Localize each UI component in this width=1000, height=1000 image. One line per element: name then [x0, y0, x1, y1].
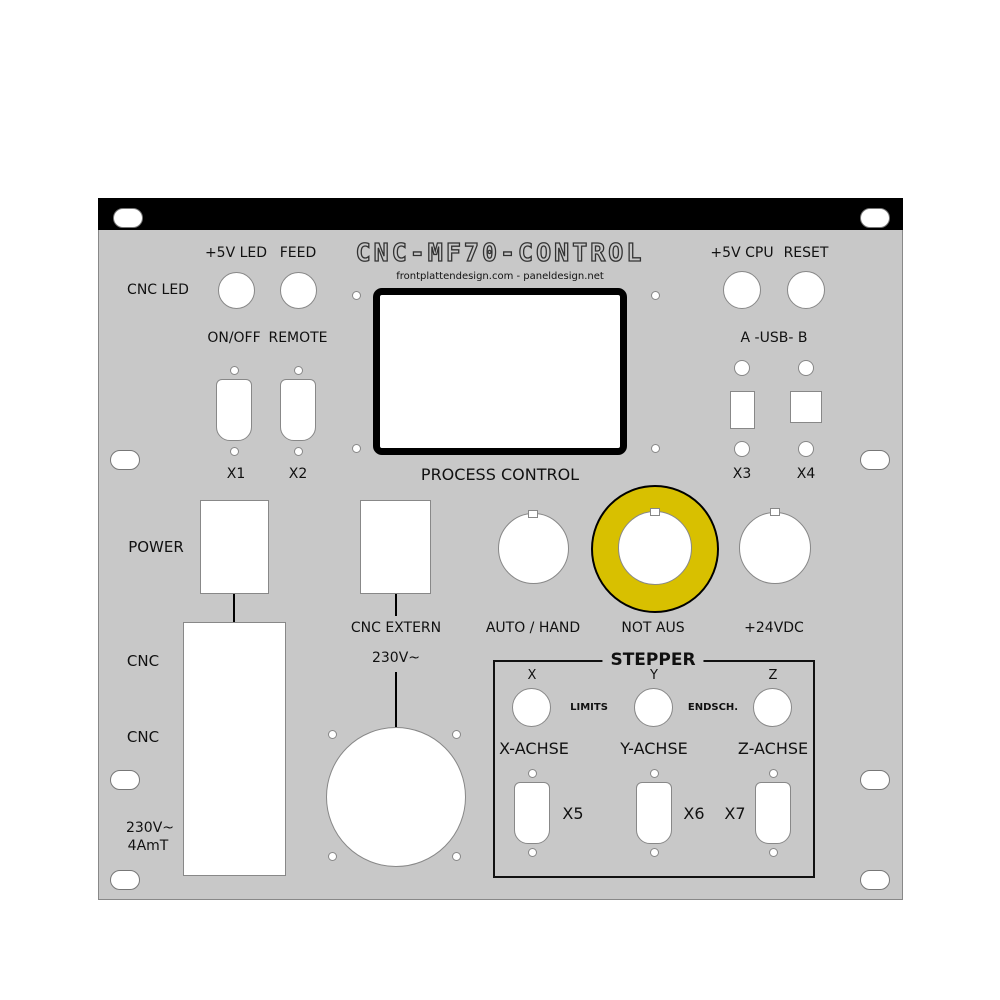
screw-hole	[769, 769, 778, 778]
x4-label: X4	[796, 466, 816, 482]
screw-hole	[452, 852, 461, 861]
screw-hole	[650, 769, 659, 778]
feed-led-hole	[280, 272, 317, 309]
screw-hole	[734, 360, 750, 376]
feed-label: FEED	[279, 245, 317, 261]
x-achse-label: X-ACHSE	[499, 739, 569, 758]
screw-hole	[798, 360, 814, 376]
cnc-label-2: CNC	[126, 728, 160, 746]
led5v-label: +5V LED	[204, 245, 268, 261]
remote-label: REMOTE	[268, 330, 328, 346]
y-limit-hole	[634, 688, 673, 727]
x5-dsub-connector	[514, 782, 550, 844]
screw-hole	[230, 447, 239, 456]
screw-hole	[650, 848, 659, 857]
power-24v-switch[interactable]	[739, 512, 811, 584]
screw-hole	[734, 441, 750, 457]
screw-hole	[651, 291, 660, 300]
screw-hole	[769, 848, 778, 857]
x7-dsub-connector	[755, 782, 791, 844]
limits-label: LIMITS	[570, 702, 608, 713]
fuse-holder-cutout	[183, 622, 286, 876]
screw-hole	[352, 444, 361, 453]
reset-button-hole[interactable]	[787, 271, 825, 309]
x6-dsub-connector	[636, 782, 672, 844]
screw-hole	[352, 291, 361, 300]
x6-label: X6	[683, 804, 705, 823]
cnc-label-1: CNC	[126, 652, 160, 670]
x1-dsub-connector	[216, 379, 252, 441]
x2-dsub-connector	[280, 379, 316, 441]
mounting-slot	[113, 208, 143, 228]
v230-label: 230V~	[371, 650, 421, 666]
mounting-slot	[860, 870, 890, 890]
z-label: Z	[768, 668, 778, 683]
mounting-slot	[110, 450, 140, 470]
switch-notch	[528, 510, 538, 518]
x1-label: X1	[226, 466, 246, 482]
screw-hole	[798, 441, 814, 457]
y-achse-label: Y-ACHSE	[620, 739, 688, 758]
power-switch-cutout	[200, 500, 269, 594]
screw-hole	[230, 366, 239, 375]
mounting-slot	[860, 770, 890, 790]
cnc-led-label: CNC LED	[127, 282, 189, 298]
emergency-stop-button[interactable]	[618, 511, 692, 585]
v24-label: +24VDC	[744, 620, 804, 636]
cnc-extern-label: CNC EXTERN	[350, 620, 442, 636]
screw-hole	[528, 769, 537, 778]
process-control-label: PROCESS CONTROL	[420, 465, 580, 484]
screw-hole	[328, 730, 337, 739]
display-window	[373, 288, 627, 455]
auto-hand-switch[interactable]	[498, 513, 569, 584]
z-limit-hole	[753, 688, 792, 727]
usb-label: A -USB- B	[740, 330, 808, 346]
auto-hand-label: AUTO / HAND	[485, 620, 581, 636]
cpu5v-led-hole	[723, 271, 761, 309]
reset-label: RESET	[783, 245, 829, 261]
not-aus-label: NOT AUS	[621, 620, 685, 636]
usb-a-port	[730, 391, 755, 429]
led5v-led-hole	[218, 272, 255, 309]
x7-label: X7	[724, 804, 746, 823]
mounting-slot	[110, 770, 140, 790]
z-achse-label: Z-ACHSE	[737, 739, 809, 758]
fuse-rating-label: 4AmT	[127, 838, 169, 854]
panel-subtitle: frontplattendesign.com - paneldesign.net	[396, 271, 604, 282]
x5-label: X5	[562, 804, 584, 823]
stepper-label: STEPPER	[602, 650, 704, 670]
screw-hole	[328, 852, 337, 861]
connector-line	[395, 594, 397, 616]
switch-notch	[650, 508, 660, 516]
panel-title: CNC-MF70-CONTROL	[355, 237, 645, 267]
screw-hole	[651, 444, 660, 453]
screw-hole	[528, 848, 537, 857]
x-label: X	[527, 668, 537, 683]
screw-hole	[294, 366, 303, 375]
screw-hole	[294, 447, 303, 456]
y-label: Y	[650, 668, 658, 683]
cpu5v-label: +5V CPU	[710, 245, 774, 261]
endsch-label: ENDSCH.	[687, 702, 739, 713]
mounting-rail	[98, 198, 903, 230]
connector-line	[395, 672, 397, 728]
onoff-label: ON/OFF	[207, 330, 261, 346]
mounting-slot	[110, 870, 140, 890]
mounting-slot	[860, 450, 890, 470]
power-label: POWER	[128, 538, 184, 556]
power-socket-cutout	[326, 727, 466, 867]
fuse-voltage-label: 230V~	[125, 820, 175, 836]
x-limit-hole	[512, 688, 551, 727]
switch-notch	[770, 508, 780, 516]
usb-b-port	[790, 391, 822, 423]
screw-hole	[452, 730, 461, 739]
connector-line	[233, 594, 235, 622]
mounting-slot	[860, 208, 890, 228]
x2-label: X2	[288, 466, 308, 482]
cnc-extern-cutout	[360, 500, 431, 594]
x3-label: X3	[732, 466, 752, 482]
